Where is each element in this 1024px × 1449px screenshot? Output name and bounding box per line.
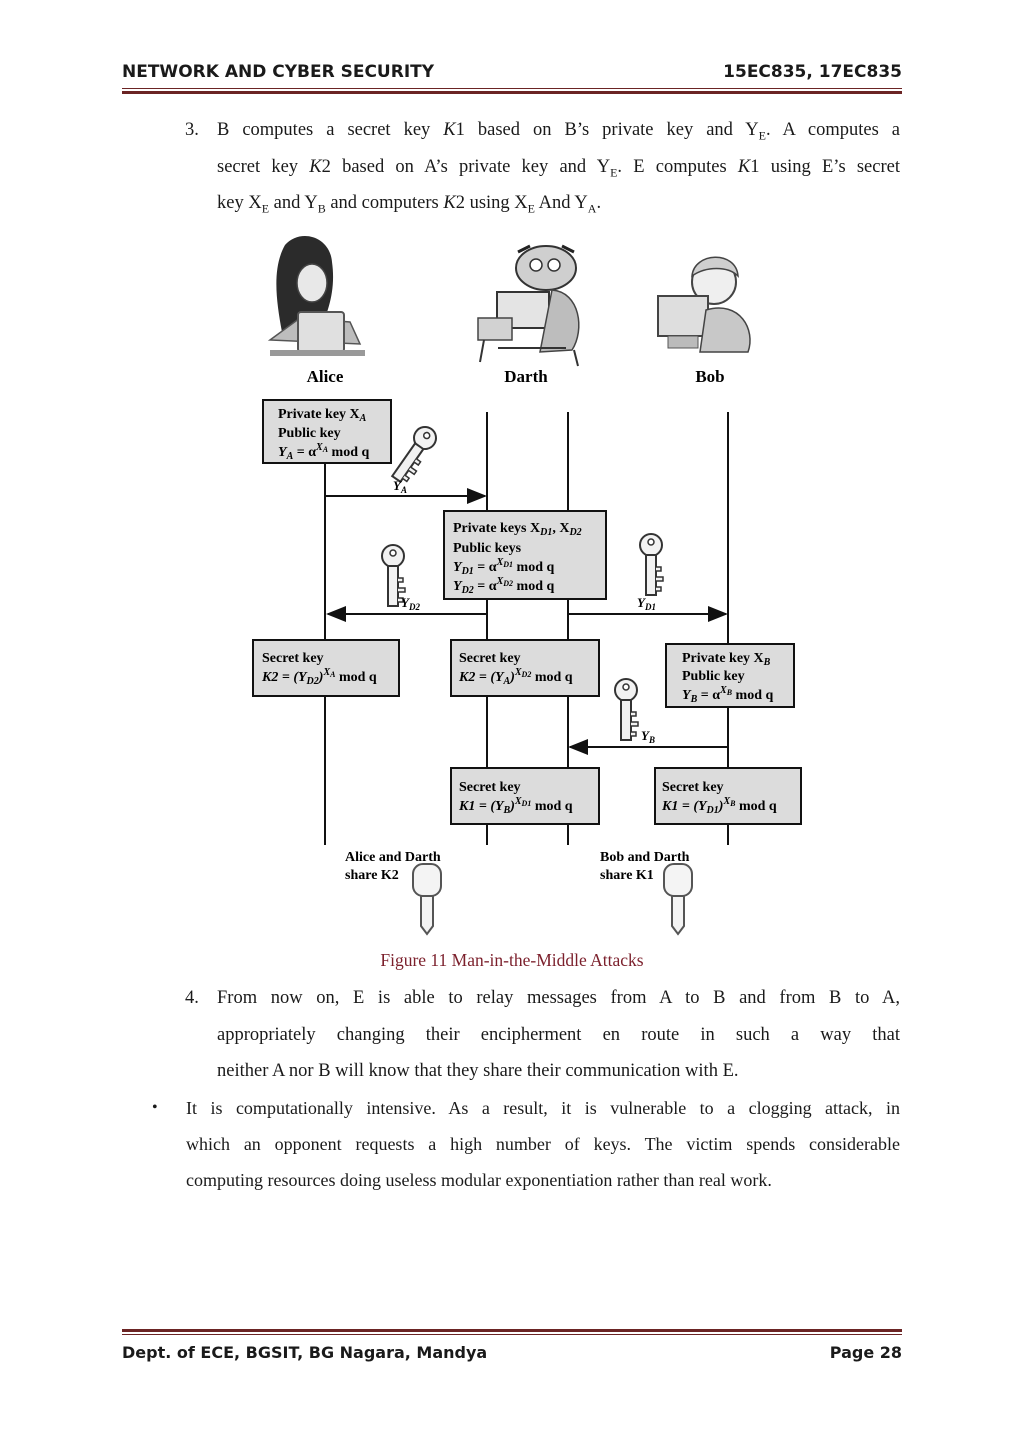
step-3-line-2: secret key K2 based on A’s private key a… [217, 156, 900, 180]
footer-institution: Dept. of ECE, BGSIT, BG Nagara, Mandya [122, 1343, 488, 1362]
page-number: Page 28 [829, 1343, 902, 1362]
share-right-line-1: Bob and Darth [600, 850, 690, 865]
header-rule [122, 88, 902, 89]
label-yd1: YD1 [637, 595, 656, 612]
actor-darth: Darth [504, 367, 548, 386]
header-course-codes: 15EC835, 17EC835 [723, 62, 902, 82]
step-3-line-1: B computes a secret key K1 based on B’s … [217, 120, 900, 143]
svg-text:Secret key: Secret key [459, 651, 521, 666]
figure-caption: Figure 11 Man-in-the-Middle Attacks [380, 950, 644, 970]
svg-text:K2 = (YA)XD2 mod q: K2 = (YA)XD2 mod q [458, 667, 573, 687]
svg-text:Public key: Public key [682, 669, 745, 684]
svg-text:Secret key: Secret key [459, 780, 521, 795]
svg-text:Private keys XD1, XD2: Private keys XD1, XD2 [453, 521, 582, 538]
yb-key-icon [614, 678, 639, 741]
bullet-paragraph: • It is computationally intensive. As a … [152, 1090, 900, 1198]
bullet-line-2: which an opponent requests a high number… [186, 1134, 900, 1154]
svg-text:Public keys: Public keys [453, 541, 522, 556]
bullet-marker: • [152, 1099, 158, 1116]
step-3-line-3: key XE and YB and computers K2 using XE … [217, 193, 602, 216]
bullet-line-1: It is computationally intensive. As a re… [186, 1098, 900, 1118]
svg-text:Public key: Public key [278, 426, 341, 441]
page-header: NETWORK AND CYBER SECURITY 15EC835, 17EC… [122, 62, 902, 86]
svg-text:Private key XA: Private key XA [278, 407, 367, 424]
darth-key-box: Private keys XD1, XD2 Public keys YD1 = … [443, 510, 607, 600]
shared-key-k1-icon [663, 863, 693, 936]
footer-rule [122, 1334, 902, 1335]
step-4-paragraph: 4. From now on, E is able to relay messa… [185, 980, 900, 1090]
svg-text:K2 = (YD2)XA mod q: K2 = (YD2)XA mod q [261, 667, 377, 687]
darth-secret-k1-box: Secret key K1 = (YB)XD1 mod q [450, 767, 600, 825]
svg-text:YB = αXB mod q: YB = αXB mod q [682, 685, 773, 705]
footer-rule-thick [122, 1329, 902, 1332]
header-course-title: NETWORK AND CYBER SECURITY [122, 62, 435, 82]
bob-illustration [657, 256, 751, 353]
label-ya: YA [393, 478, 407, 495]
mitm-diagram: Alice Darth Bob Private key XA Public ke… [252, 236, 802, 936]
svg-text:Secret key: Secret key [662, 780, 724, 795]
alice-key-icon [386, 421, 443, 487]
actor-bob: Bob [695, 367, 724, 386]
step-3-number: 3. [185, 120, 199, 140]
header-rule-thick [122, 91, 902, 94]
svg-text:Secret key: Secret key [262, 651, 324, 666]
svg-text:YD1 = αXD1 mod q: YD1 = αXD1 mod q [453, 557, 554, 577]
alice-key-box: Private key XA Public key YA = αXA mod q [262, 399, 392, 464]
share-left-line-2: share K2 [345, 868, 399, 883]
label-yb: YB [641, 728, 655, 745]
step-4-line-3: neither A nor B will know that they shar… [217, 1061, 739, 1081]
step-3-paragraph: 3. B computes a secret key K1 based on B… [185, 112, 900, 222]
step-4-number: 4. [185, 988, 199, 1008]
share-right-line-2: share K1 [600, 868, 654, 883]
label-yd2: YD2 [401, 595, 420, 612]
svg-text:Private key XB: Private key XB [682, 651, 771, 668]
shared-key-k2-icon [412, 863, 442, 936]
svg-text:YD2 = αXD2 mod q: YD2 = αXD2 mod q [453, 576, 554, 596]
share-left-line-1: Alice and Darth [345, 850, 441, 865]
bob-key-box: Private key XB Public key YB = αXB mod q [665, 643, 795, 708]
page-footer: Dept. of ECE, BGSIT, BG Nagara, Mandya P… [122, 1343, 902, 1367]
bob-secret-box: Secret key K1 = (YD1)XB mod q [654, 767, 802, 825]
darth-secret-k2-box: Secret key K2 = (YA)XD2 mod q [450, 639, 600, 697]
svg-text:K1 = (YD1)XB mod q: K1 = (YD1)XB mod q [661, 796, 777, 816]
alice-secret-box: Secret key K2 = (YD2)XA mod q [252, 639, 400, 697]
actor-alice: Alice [307, 367, 344, 386]
svg-text:YA = αXA mod q: YA = αXA mod q [278, 442, 369, 462]
step-4-line-2: appropriately changing their enciphermen… [217, 1024, 900, 1045]
darth-illustration [477, 244, 580, 367]
step-4-line-1: From now on, E is able to relay messages… [217, 988, 900, 1008]
svg-text:K1 = (YB)XD1 mod q: K1 = (YB)XD1 mod q [458, 796, 573, 816]
bullet-line-3: computing resources doing useless modula… [186, 1170, 772, 1190]
yd1-key-icon [639, 533, 664, 596]
alice-illustration [267, 236, 365, 356]
